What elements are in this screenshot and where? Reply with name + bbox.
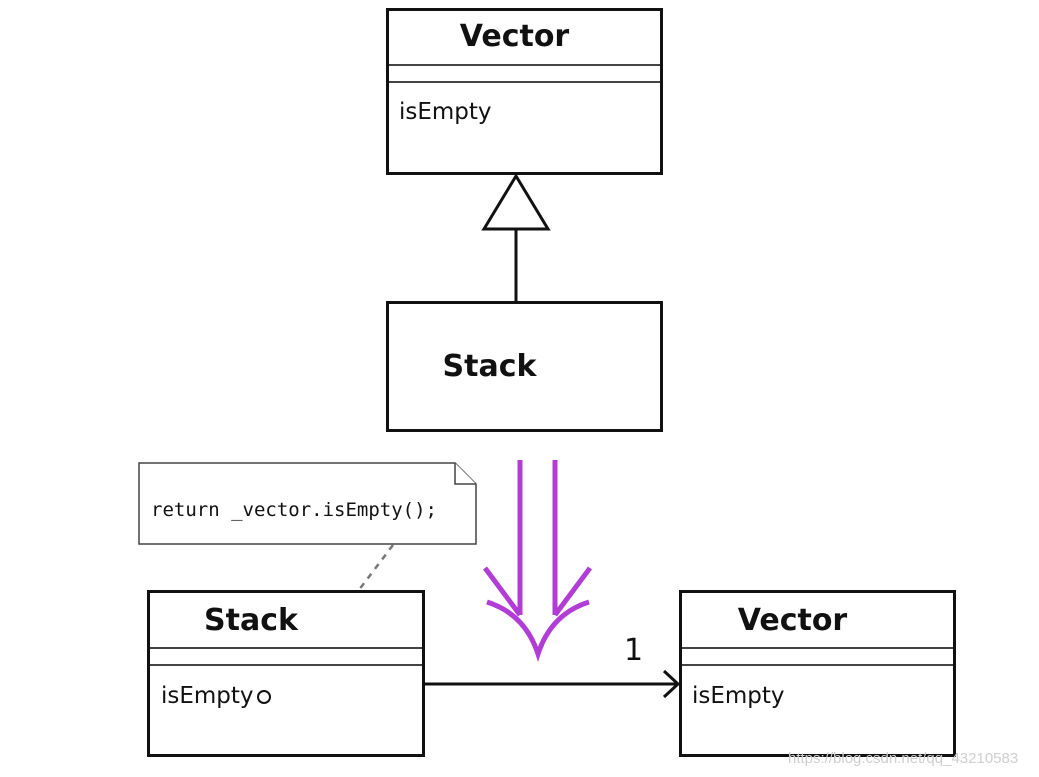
attributes-separator-bottom (389, 81, 660, 83)
operation-isempty: isEmpty (399, 99, 492, 125)
class-name: Stack (204, 603, 298, 638)
attributes-separator-top (682, 647, 953, 649)
operation-isempty: isEmpty (692, 683, 785, 709)
note-anchor-circle-icon (256, 690, 271, 704)
operation-label: isEmpty (161, 683, 254, 709)
class-name: Vector (459, 19, 570, 54)
class-vector-delegate: Vector isEmpty (679, 590, 956, 757)
generalization-arrowhead (481, 173, 551, 231)
note-fold (454, 463, 476, 485)
class-name: Vector (737, 603, 848, 638)
attributes-separator-bottom (682, 664, 953, 666)
class-name: Stack (442, 349, 537, 384)
attributes-separator-top (389, 64, 660, 66)
note-text: return _vector.isEmpty(); (151, 499, 437, 521)
operation-isempty: isEmpty (161, 683, 271, 709)
class-stack-subclass: Stack (386, 301, 663, 432)
class-vector-superclass: Vector isEmpty (386, 8, 663, 175)
refactor-transform-arrow (482, 460, 593, 663)
class-stack-delegator: Stack isEmpty (147, 590, 425, 757)
association-arrowhead (662, 669, 681, 699)
note-shape (138, 462, 477, 545)
association-multiplicity: 1 (624, 633, 644, 668)
attributes-separator-bottom (150, 664, 422, 666)
watermark-text: https://blog.csdn.net/qq_43210583 (788, 750, 1019, 767)
attributes-separator-top (150, 647, 422, 649)
